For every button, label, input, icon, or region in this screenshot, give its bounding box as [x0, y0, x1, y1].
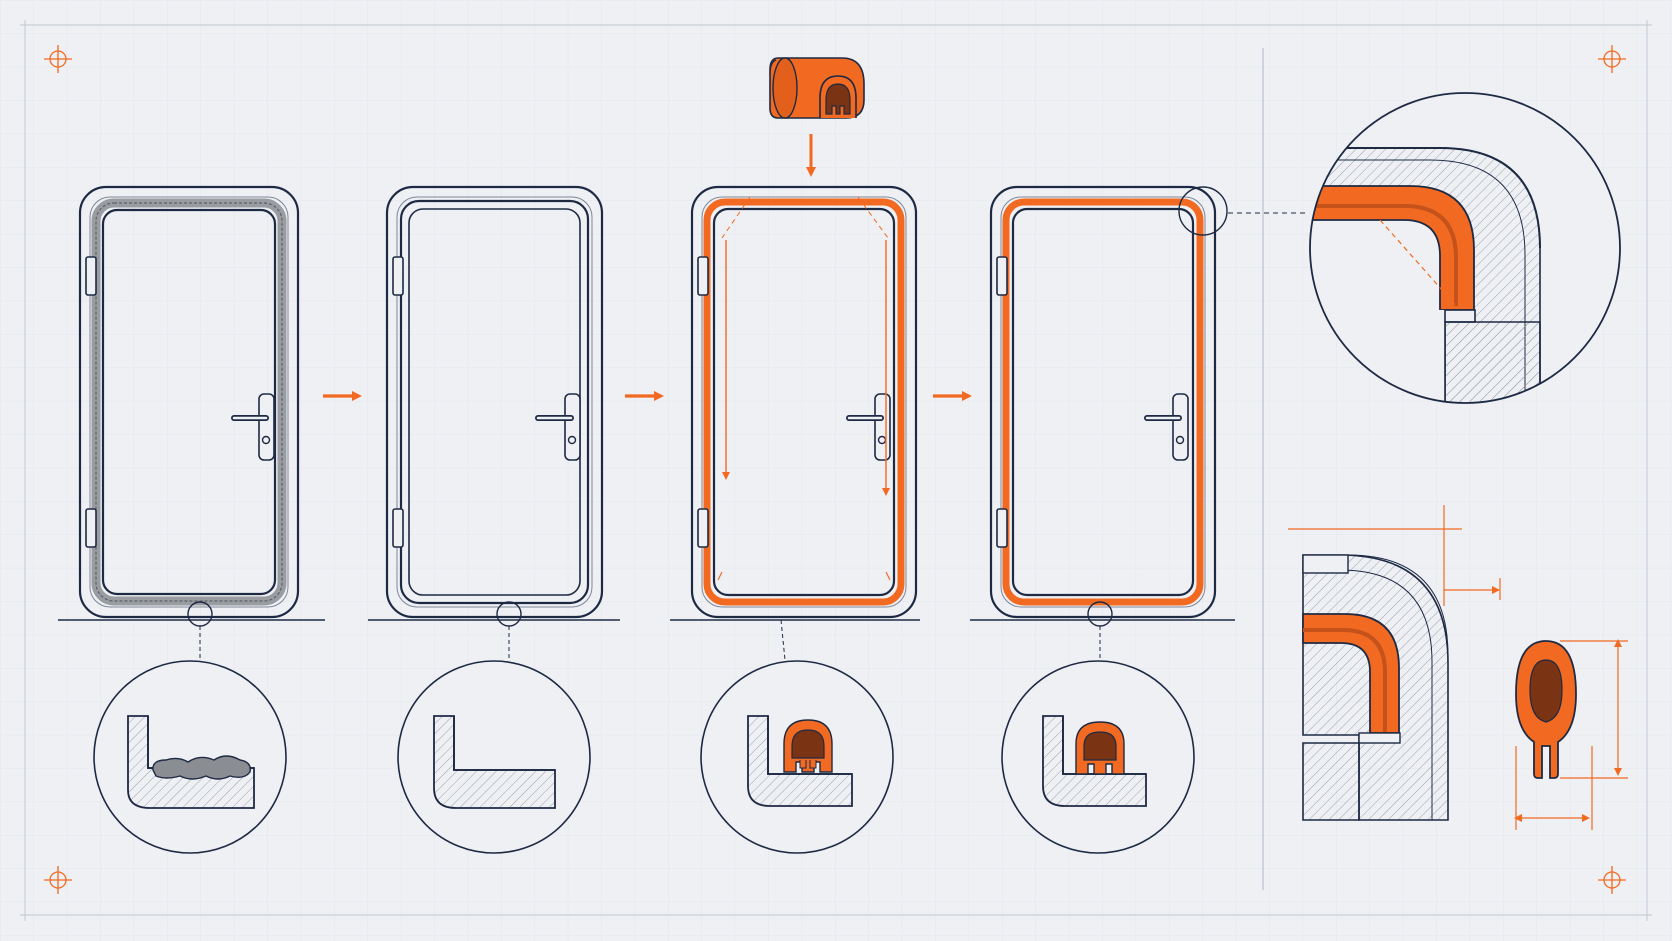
door-frame	[385, 185, 604, 619]
hinge	[697, 508, 709, 548]
sheet-border	[20, 20, 1652, 921]
seal-profile-dimensions	[1514, 639, 1628, 830]
crosshair-icon	[44, 866, 72, 894]
handle-plate	[1172, 393, 1189, 461]
handle-plate	[874, 393, 891, 461]
door-leaf	[1011, 207, 1195, 597]
step-4-sealed-door	[989, 185, 1306, 661]
crosshair-icon	[1598, 866, 1626, 894]
hinge	[392, 508, 404, 548]
step-3-installing-seal-door	[690, 185, 918, 661]
detail-seal-insertion-section	[700, 660, 894, 854]
door-leaf	[101, 208, 277, 596]
handle-plate	[564, 393, 581, 461]
detail-bare-frame-section	[397, 660, 591, 854]
worn-seal-residue	[152, 755, 251, 780]
step-2-bare-frame-door	[385, 185, 604, 661]
hinge	[996, 508, 1008, 548]
door-leaf	[712, 207, 896, 597]
hinge	[697, 256, 709, 296]
detail-seal-installed-section	[1001, 660, 1195, 854]
detail-worn-seal-section	[93, 660, 287, 854]
new-seal-profile-piece	[769, 57, 865, 119]
hinge	[392, 256, 404, 296]
door-frame	[690, 185, 918, 619]
door-frame	[989, 185, 1217, 619]
hinge	[85, 256, 97, 296]
corner-detail-callout	[1178, 186, 1228, 236]
hinge	[85, 508, 97, 548]
crosshair-icon	[44, 45, 72, 73]
hinge	[996, 256, 1008, 296]
handle-plate	[258, 393, 275, 461]
crosshair-icon	[1598, 45, 1626, 73]
step-1-worn-seal-door	[78, 185, 300, 661]
new-seal	[703, 198, 905, 606]
frame-cross-section	[1288, 505, 1501, 821]
